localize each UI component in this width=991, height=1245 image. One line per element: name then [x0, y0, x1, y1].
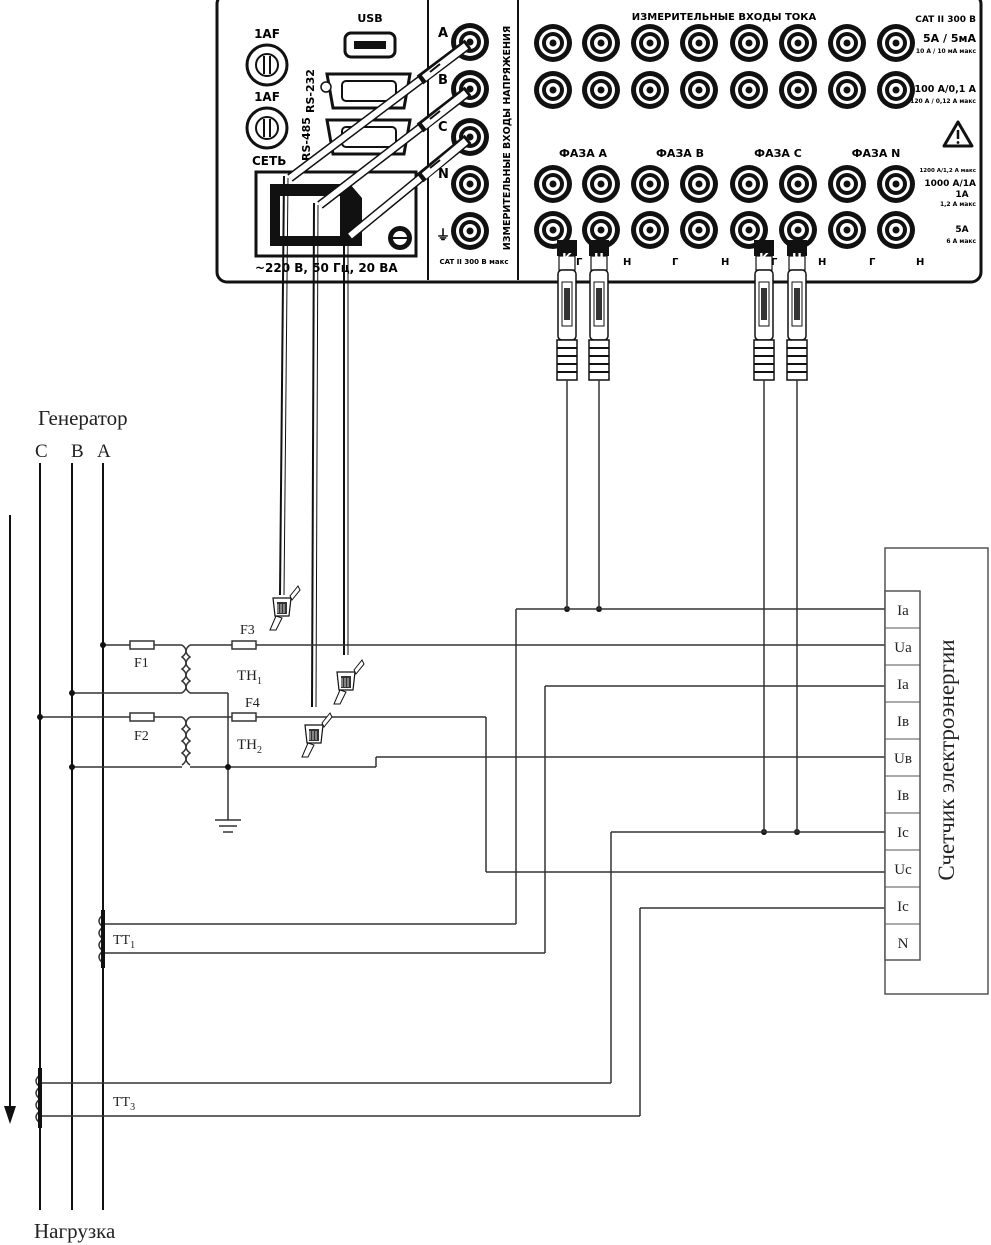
voltage-clip-a[interactable] — [269, 585, 301, 631]
meter-terminal-9: Ic — [897, 899, 909, 915]
voltage-terminal-n: N — [438, 167, 449, 182]
range-5-max: 6 А макс — [946, 238, 976, 245]
rs232-label: RS-232 — [304, 69, 317, 113]
ct3 — [35, 831, 885, 1124]
vt2-label: ТН2 — [237, 737, 262, 756]
phase-label-c: C — [35, 441, 48, 462]
terminal-a-g: Г — [576, 257, 583, 268]
phase-c-label: ФАЗА C — [754, 147, 802, 160]
range-5: 5А — [955, 225, 968, 235]
vt2-circuit — [40, 693, 885, 873]
clamp-label-4: Ч — [792, 251, 802, 265]
range-4: 1А — [955, 190, 968, 200]
voltage-lead-b[interactable] — [311, 86, 472, 708]
terminal-b-n: Н — [721, 257, 729, 268]
clamp-leads — [566, 380, 798, 832]
fuse-2-label: 1AF — [254, 90, 280, 104]
usb-label: USB — [357, 12, 382, 25]
rs485-label: RS-485 — [300, 117, 313, 161]
range-3: 1000 А/1А — [924, 179, 976, 189]
current-inputs-title: ИЗМЕРИТЕЛЬНЫЕ ВХОДЫ ТОКА — [632, 12, 817, 23]
vt1-label: ТН1 — [237, 668, 262, 687]
clamp-label-3: К — [759, 251, 769, 265]
phase-b-label: ФАЗА B — [656, 147, 704, 160]
voltage-terminal-b: B — [438, 73, 448, 88]
range-1: 5A / 5мА — [923, 32, 976, 45]
voltage-cat-rating: CAT II 300 В макс — [439, 258, 508, 266]
ground-symbol: ⏚ — [436, 228, 450, 244]
usb-port-slot — [354, 41, 386, 49]
meter-terminal-4: Iв — [897, 714, 909, 730]
energy-meter — [884, 547, 989, 995]
meter-terminal-2: Ua — [894, 640, 912, 656]
terminal-c-g: Г — [771, 257, 778, 268]
meter-terminal-6: Iв — [897, 788, 909, 804]
ground-screw — [388, 226, 412, 250]
ct1-label: ТТ1 — [113, 933, 135, 951]
rs232-port[interactable] — [325, 72, 412, 110]
meter-terminal-8: Uc — [894, 862, 912, 878]
fuse-f3-label: F3 — [240, 623, 255, 638]
load-label: Нагрузка — [34, 1219, 116, 1243]
fuse-1-label: 1AF — [254, 27, 280, 41]
phase-a-label: ФАЗА A — [559, 147, 608, 160]
meter-terminal-3: Ia — [897, 677, 909, 693]
meter-title: Счетчик электроэнергии — [934, 639, 959, 880]
terminal-b-g: Г — [672, 257, 679, 268]
clamp-label-1: К — [562, 251, 572, 265]
voltage-terminal-a: A — [438, 26, 448, 41]
ct1 — [98, 608, 885, 964]
range-2: 100 А/0,1 А — [915, 84, 977, 95]
fuse-f2-label: F2 — [134, 729, 149, 744]
mains-label: СЕТЬ — [252, 154, 286, 168]
fuse-1[interactable] — [245, 43, 289, 87]
phase-buses — [39, 463, 104, 1210]
terminal-c-n: Н — [818, 257, 826, 268]
current-cat-rating: CAT II 300 В — [915, 15, 976, 25]
range-1-max: 10 А / 10 мА макс — [916, 48, 977, 55]
ct3-label: ТТ3 — [113, 1095, 135, 1113]
voltage-terminal-c: C — [438, 120, 448, 135]
warning-icon — [942, 120, 974, 148]
terminal-n-n: Н — [916, 257, 924, 268]
fuse-2[interactable] — [245, 106, 289, 150]
voltage-clip-c[interactable] — [333, 659, 365, 705]
terminal-a-n: Н — [623, 257, 631, 268]
rs232-screw — [320, 81, 332, 93]
meter-terminal-10: N — [898, 936, 909, 952]
meter-terminal-5: Uв — [894, 751, 912, 767]
meter-terminal-7: Ic — [897, 825, 909, 841]
range-2-max: 120 А / 0,12 А макс — [910, 98, 976, 105]
flow-arrow — [4, 515, 16, 1124]
phase-n-label: ФАЗА N — [852, 147, 901, 160]
voltage-lead-a[interactable] — [279, 39, 472, 596]
terminal-n-g: Г — [869, 257, 876, 268]
mains-rating: ~220 В, 50 Гц, 20 ВА — [255, 261, 398, 275]
meter-terminal-1: Ia — [897, 603, 909, 619]
voltage-clip-b[interactable] — [301, 712, 333, 758]
junction-dots — [37, 606, 800, 835]
range-3-max: 1200 А/1,2 А макс — [919, 168, 976, 174]
vt1-circuit — [72, 640, 885, 694]
fuse-f4-label: F4 — [245, 696, 260, 711]
range-4-max: 1,2 А макс — [940, 201, 976, 208]
phase-label-b: B — [71, 441, 84, 462]
phase-label-a: A — [97, 441, 111, 462]
fuse-f1-label: F1 — [134, 656, 149, 671]
voltage-inputs-title: ИЗМЕРИТЕЛЬНЫЕ ВХОДЫ НАПРЯЖЕНИЯ — [502, 26, 513, 250]
voltage-lead-c[interactable] — [343, 134, 472, 655]
clamp-label-2: Ч — [594, 251, 604, 265]
generator-label: Генератор — [38, 406, 128, 430]
